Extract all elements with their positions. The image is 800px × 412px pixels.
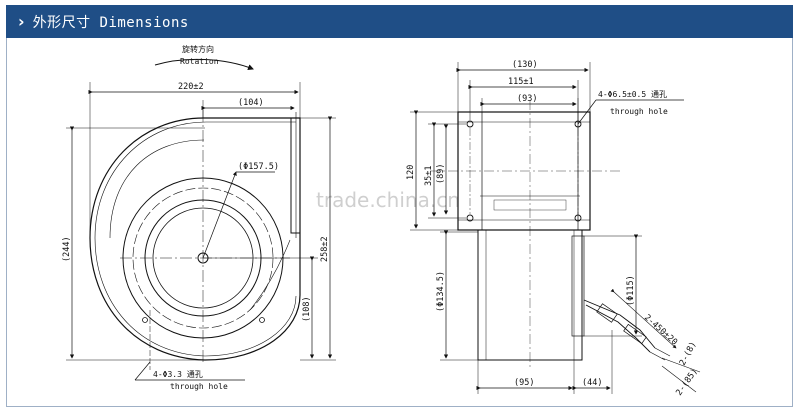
dim-width-outlet: (104) — [238, 98, 264, 108]
dim-width-total: 220±2 — [178, 82, 204, 92]
left-hole-note-cn: 4-Φ3.3 通孔 — [153, 369, 203, 379]
dim-height-35: 35±1 — [424, 166, 434, 186]
dim-width-93: (93) — [517, 94, 537, 104]
dim-diameter-115: (Φ115) — [626, 275, 636, 306]
right-hole-note-cn: 4-Φ6.5±0.5 通孔 — [598, 89, 667, 99]
dim-lead-8: 2-(8) — [678, 340, 699, 367]
right-hole-note-en: through hole — [610, 107, 668, 116]
watermark-text: trade.china.cn — [316, 188, 460, 212]
dim-diameter-134: (Φ134.5) — [436, 271, 446, 312]
dim-width-115: 115±1 — [508, 77, 534, 87]
rotation-label-cn: 旋转方向 — [182, 44, 214, 54]
left-view — [66, 58, 336, 381]
dim-height-outlet: 258±2 — [320, 236, 330, 262]
dim-height-total: (244) — [62, 236, 72, 262]
dim-width-130: (130) — [512, 60, 538, 70]
dim-impeller-diameter: (Φ157.5) — [238, 162, 279, 172]
section-header: › 外形尺寸 Dimensions — [6, 5, 793, 38]
dim-lead-85: 2-(85) — [674, 367, 700, 398]
chevron-right-icon: › — [18, 12, 25, 31]
dim-height-lower: (108) — [302, 296, 312, 322]
dim-height-120: 120 — [406, 165, 416, 180]
dim-height-89: (89) — [436, 164, 446, 184]
rotation-label-en: Rotation — [180, 57, 219, 66]
left-hole-note-en: through hole — [170, 382, 228, 391]
dim-width-95: (95) — [514, 378, 534, 388]
right-view — [410, 62, 701, 394]
dim-width-44: (44) — [582, 378, 602, 388]
dim-lead-length: 2-450±20 — [642, 313, 679, 348]
section-title: 外形尺寸 Dimensions — [32, 14, 189, 31]
